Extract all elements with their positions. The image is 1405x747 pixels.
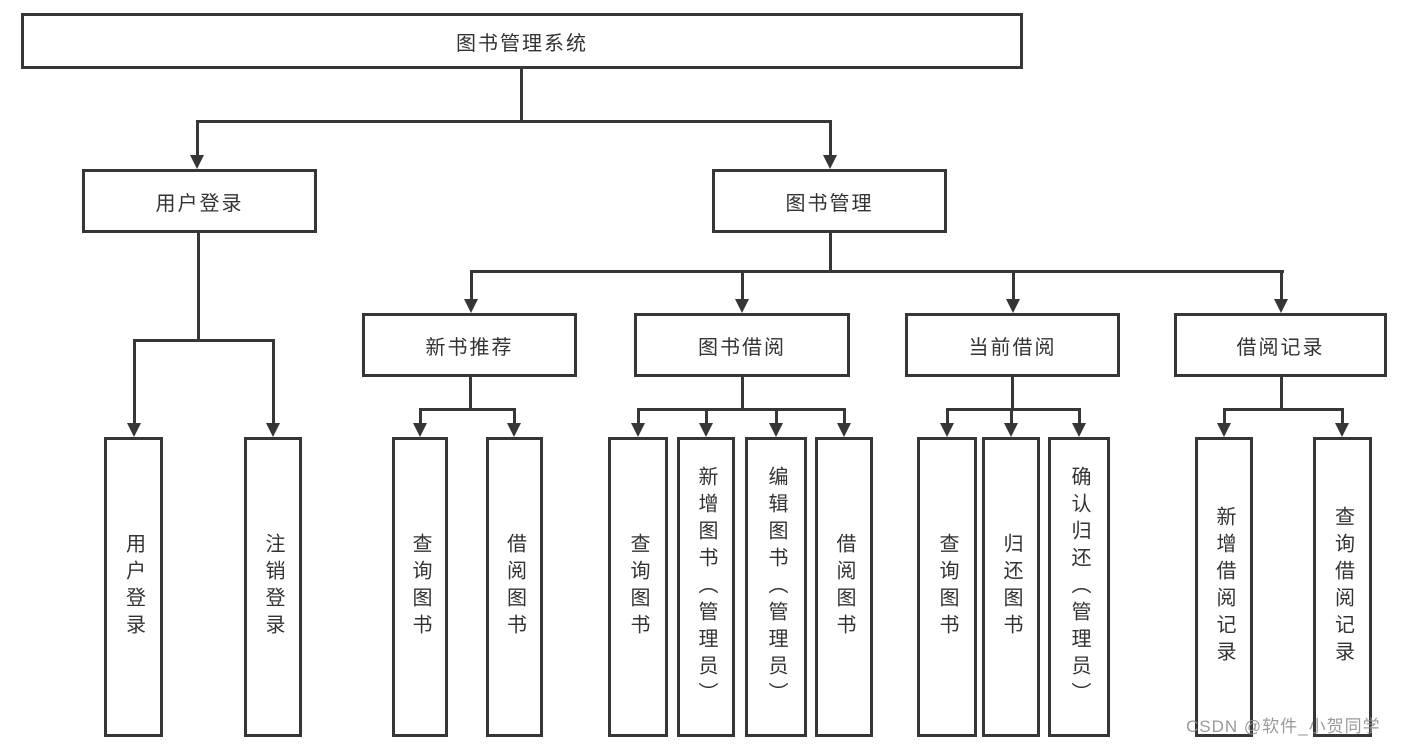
connector-to-newrec-query (419, 408, 422, 424)
connector-to-new-book-recommend (470, 270, 473, 300)
leaf-query-borrow-record-label: 查询借阅记录 (1331, 506, 1354, 668)
connector-to-borrowing-add (705, 408, 708, 424)
connector-to-current-return (1010, 408, 1013, 424)
leaf-borrowing-query-books-label: 查询图书 (627, 533, 649, 641)
arrowhead-borrowing-records (1274, 299, 1288, 313)
leaf-add-borrow-record: 新增借阅记录 (1195, 437, 1253, 737)
arrowhead-current-borrowing (1006, 299, 1020, 313)
arrowhead-leaf-logout (266, 423, 280, 437)
connector-root-span (196, 120, 832, 123)
arrowhead-borrowing-query (631, 423, 645, 437)
arrowhead-borrowing-borrow (837, 423, 851, 437)
arrowhead-newrec-borrow (507, 423, 521, 437)
connector-book-mgmt-stem (829, 233, 832, 270)
connector-user-login-stem (197, 233, 200, 339)
connector-to-current-query (946, 408, 949, 424)
node-root: 图书管理系统 (21, 13, 1023, 69)
leaf-newrec-borrow-books: 借阅图书 (486, 437, 543, 737)
leaf-query-borrow-record: 查询借阅记录 (1313, 437, 1372, 737)
connector-to-borrowing-query (637, 408, 640, 424)
leaf-logout: 注销登录 (244, 437, 302, 737)
connector-to-records-query (1341, 408, 1344, 424)
connector-to-records-add (1223, 408, 1226, 424)
leaf-confirm-return-admin-label: 确认归还（管理员） (1068, 465, 1090, 709)
leaf-add-books-admin: 新增图书（管理员） (677, 437, 735, 737)
leaf-user-login: 用户登录 (104, 437, 163, 737)
node-borrowing-records: 借阅记录 (1174, 313, 1387, 377)
leaf-newrec-query-books-label: 查询图书 (409, 533, 431, 641)
connector-current-stem (1011, 377, 1014, 408)
node-new-book-recommend: 新书推荐 (362, 313, 577, 377)
arrowhead-current-query (940, 423, 954, 437)
connector-borrowing-stem (741, 377, 744, 408)
node-user-login: 用户登录 (82, 169, 317, 233)
arrowhead-current-confirm (1072, 423, 1086, 437)
connector-root-stem (520, 69, 523, 120)
leaf-borrowing-borrow-books: 借阅图书 (815, 437, 873, 737)
connector-to-borrowing-records (1280, 270, 1283, 300)
leaf-edit-books-admin-label: 编辑图书（管理员） (765, 465, 787, 709)
arrowhead-borrowing-add (699, 423, 713, 437)
connector-to-leaf-user-login (133, 339, 136, 424)
leaf-logout-label: 注销登录 (262, 533, 284, 641)
connector-to-borrowing-borrow (843, 408, 846, 424)
leaf-add-books-admin-label: 新增图书（管理员） (695, 465, 717, 709)
connector-to-leaf-logout (272, 339, 275, 424)
node-book-management: 图书管理 (712, 169, 947, 233)
leaf-borrowing-borrow-books-label: 借阅图书 (833, 533, 855, 641)
connector-to-user-login (196, 120, 199, 156)
arrowhead-records-query (1335, 423, 1349, 437)
connector-borrowing-span (637, 408, 846, 411)
leaf-add-borrow-record-label: 新增借阅记录 (1213, 506, 1235, 668)
leaf-user-login-label: 用户登录 (122, 533, 145, 641)
connector-to-current-confirm (1078, 408, 1081, 424)
connector-to-book-borrowing (741, 270, 744, 300)
leaf-current-query-books: 查询图书 (917, 437, 977, 737)
arrowhead-book-borrowing (735, 299, 749, 313)
leaf-confirm-return-admin: 确认归还（管理员） (1048, 437, 1110, 737)
arrowhead-records-add (1217, 423, 1231, 437)
arrowhead-newrec-query (413, 423, 427, 437)
node-book-borrowing: 图书借阅 (634, 313, 850, 377)
leaf-newrec-borrow-books-label: 借阅图书 (503, 533, 526, 641)
connector-records-span (1223, 408, 1344, 411)
connector-current-span (946, 408, 1081, 411)
arrowhead-book-management (823, 155, 837, 169)
watermark: CSDN @软件_小贺同学 (1186, 717, 1381, 736)
connector-book-mgmt-span (470, 270, 1284, 273)
arrowhead-leaf-user-login (127, 423, 141, 437)
connector-user-login-span (133, 339, 275, 342)
leaf-newrec-query-books: 查询图书 (392, 437, 448, 737)
connector-to-book-management (829, 120, 832, 156)
leaf-return-books: 归还图书 (982, 437, 1040, 737)
leaf-return-books-label: 归还图书 (1000, 533, 1022, 641)
connector-to-newrec-borrow (513, 408, 516, 424)
connector-to-current-borrowing (1012, 270, 1015, 300)
arrowhead-current-return (1004, 423, 1018, 437)
connector-records-stem (1280, 377, 1283, 408)
connector-to-borrowing-edit (775, 408, 778, 424)
connector-newrec-stem (469, 377, 472, 408)
connector-newrec-span (419, 408, 516, 411)
leaf-borrowing-query-books: 查询图书 (608, 437, 668, 737)
arrowhead-new-book-recommend (464, 299, 478, 313)
arrowhead-user-login (190, 155, 204, 169)
leaf-edit-books-admin: 编辑图书（管理员） (745, 437, 807, 737)
node-current-borrowing: 当前借阅 (905, 313, 1120, 377)
arrowhead-borrowing-edit (769, 423, 783, 437)
leaf-current-query-books-label: 查询图书 (936, 533, 958, 641)
